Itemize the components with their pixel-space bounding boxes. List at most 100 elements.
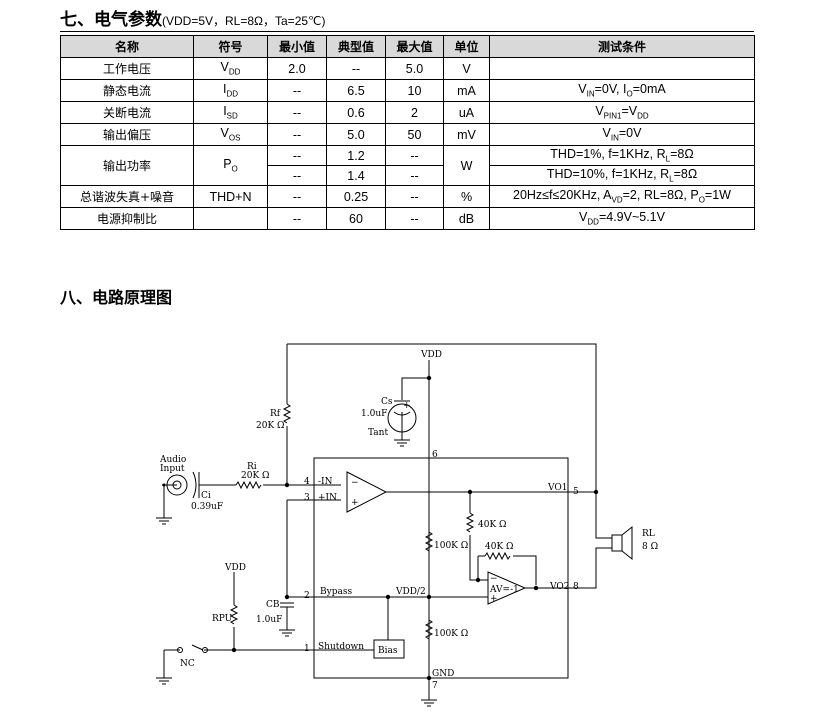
label-bias: Bias bbox=[378, 646, 398, 656]
label-rf: Rf bbox=[270, 409, 281, 419]
label-cs-type: Tant bbox=[368, 428, 388, 438]
resistor-rpu bbox=[229, 604, 239, 625]
cell-unit: mA bbox=[443, 79, 490, 102]
ci-plate-curved bbox=[192, 471, 197, 499]
resistor-40k-b bbox=[484, 551, 511, 561]
table-row: 电源抑制比 -- 60 -- dB VDD=4.9V~5.1V bbox=[60, 207, 755, 230]
ground-cb bbox=[279, 629, 295, 637]
label-vdd-half: VDD/2 bbox=[395, 587, 426, 597]
speaker-body bbox=[611, 534, 623, 552]
label-rf-value: 20K Ω bbox=[256, 421, 285, 431]
label-shutdown: Shutdown bbox=[318, 642, 364, 652]
pin7-label: 7 bbox=[432, 681, 438, 691]
pin4-label: 4 bbox=[304, 477, 310, 487]
wire-40k-b-right bbox=[513, 555, 537, 585]
switch-nc bbox=[191, 644, 204, 651]
label-100k-a: 100K Ω bbox=[434, 541, 468, 551]
header-min: 最小值 bbox=[267, 35, 327, 58]
label-audio: Audio bbox=[159, 455, 186, 465]
label-gnd: GND bbox=[432, 669, 454, 679]
pin1-label: 1 bbox=[304, 644, 310, 654]
section7-conditions: (VDD=5V，RL=8Ω，Ta=25℃) bbox=[162, 14, 326, 28]
wire-cs bbox=[401, 377, 429, 400]
cell-symbol: THD+N bbox=[193, 185, 268, 208]
table-row: 工作电压 VDD 2.0 -- 5.0 V bbox=[60, 57, 755, 80]
header-typ: 典型值 bbox=[326, 35, 386, 58]
label-100k-b: 100K Ω bbox=[434, 629, 468, 639]
bias-box bbox=[373, 639, 405, 659]
table-row: 静态电流 IDD -- 6.5 10 mA VIN=0V, IO=0mA bbox=[60, 79, 755, 102]
opamp2-plus: + bbox=[490, 594, 498, 604]
cell-name: 电源抑制比 bbox=[60, 207, 194, 230]
pin3-label: 3 bbox=[304, 493, 310, 503]
cell-conditions: VIN=0V bbox=[489, 123, 755, 146]
resistor-rf bbox=[282, 403, 292, 424]
switch-contact-left bbox=[177, 647, 183, 653]
resistor-100k-b bbox=[424, 619, 434, 640]
label-vdd-left: VDD bbox=[224, 563, 246, 573]
junction-dots bbox=[162, 375, 599, 681]
label-rl: RL bbox=[642, 529, 655, 539]
heading-rule bbox=[60, 31, 754, 32]
pin6-label: 6 bbox=[432, 450, 438, 460]
label-ri: Ri bbox=[247, 462, 257, 472]
section8-title: 八、电路原理图 bbox=[60, 288, 173, 307]
label-plus-in: +IN bbox=[318, 493, 337, 503]
label-cb-value: 1.0uF bbox=[256, 615, 282, 625]
label-40k-a: 40K Ω bbox=[478, 520, 507, 530]
label-input: Input bbox=[160, 464, 185, 474]
cell-typ: 5.0 bbox=[326, 123, 386, 146]
speaker-cone bbox=[621, 525, 633, 561]
cell-name: 静态电流 bbox=[60, 79, 194, 102]
cell-name: 工作电压 bbox=[60, 57, 194, 80]
label-ci: Ci bbox=[201, 491, 211, 501]
label-vdd-top: VDD bbox=[420, 350, 442, 360]
label-40k-b: 40K Ω bbox=[485, 542, 514, 552]
wire-speaker-top bbox=[595, 491, 612, 539]
cell-typ: 60 bbox=[326, 207, 386, 230]
section7-title: 七、电气参数 bbox=[60, 10, 162, 30]
ground-audio bbox=[156, 517, 172, 525]
cell-unit: dB bbox=[443, 207, 490, 230]
label-nc: NC bbox=[180, 659, 195, 669]
wire-opamp2-minus bbox=[469, 535, 488, 581]
pin5-label: 5 bbox=[573, 487, 579, 497]
cell-min: 2.0 bbox=[267, 57, 327, 80]
label-cs-plus: + bbox=[403, 401, 411, 411]
pin2-label: 2 bbox=[304, 591, 310, 601]
table-row: 输出功率 PO -- 1.2 -- W THD=1%, f=1KHz, RL=8… bbox=[60, 145, 755, 186]
opamp-1 bbox=[346, 471, 388, 513]
ground-ic bbox=[421, 699, 437, 707]
label-minus-in: -IN bbox=[318, 477, 333, 487]
label-cs-value: 1.0uF bbox=[361, 409, 387, 419]
label-ci-value: 0.39uF bbox=[191, 502, 223, 512]
pin8-label: 8 bbox=[573, 582, 579, 592]
header-max: 最大值 bbox=[385, 35, 444, 58]
cell-conditions: VIN=0V, IO=0mA bbox=[489, 79, 755, 102]
label-av: AV=-1 bbox=[489, 585, 519, 595]
section7-heading: 七、电气参数(VDD=5V，RL=8Ω，Ta=25℃) bbox=[60, 5, 326, 30]
resistor-40k-a bbox=[465, 512, 475, 533]
opamp1-minus: − bbox=[351, 478, 359, 488]
cell-unit: mV bbox=[443, 123, 490, 146]
label-cs: Cs bbox=[381, 397, 393, 407]
ground-cs bbox=[394, 439, 410, 447]
opamp1-plus: + bbox=[351, 498, 359, 508]
resistor-ri bbox=[235, 480, 262, 490]
label-cb: CB bbox=[266, 600, 280, 610]
opamp-2 bbox=[487, 571, 527, 605]
wire-vo2 bbox=[525, 547, 612, 589]
cell-max: 10 bbox=[385, 79, 444, 102]
switch-contact-right bbox=[202, 647, 208, 653]
label-vo1: VO1 bbox=[547, 483, 567, 493]
cell-conditions: VDD=4.9V~5.1V bbox=[489, 207, 755, 230]
label-vo2: VO2 bbox=[549, 582, 569, 592]
cell-conditions: THD=1%, f=1KHz, RL=8Ω bbox=[489, 145, 755, 166]
ground-switch bbox=[156, 677, 172, 685]
electrical-parameters-table: 名称 符号 最小值 典型值 最大值 单位 测试条件 工作电压 VDD 2.0 -… bbox=[60, 35, 755, 230]
header-conditions: 测试条件 bbox=[489, 35, 755, 58]
ic-package-outline bbox=[313, 457, 569, 679]
label-ri-value: 20K Ω bbox=[241, 471, 270, 481]
label-rpu: RPU bbox=[212, 614, 233, 624]
